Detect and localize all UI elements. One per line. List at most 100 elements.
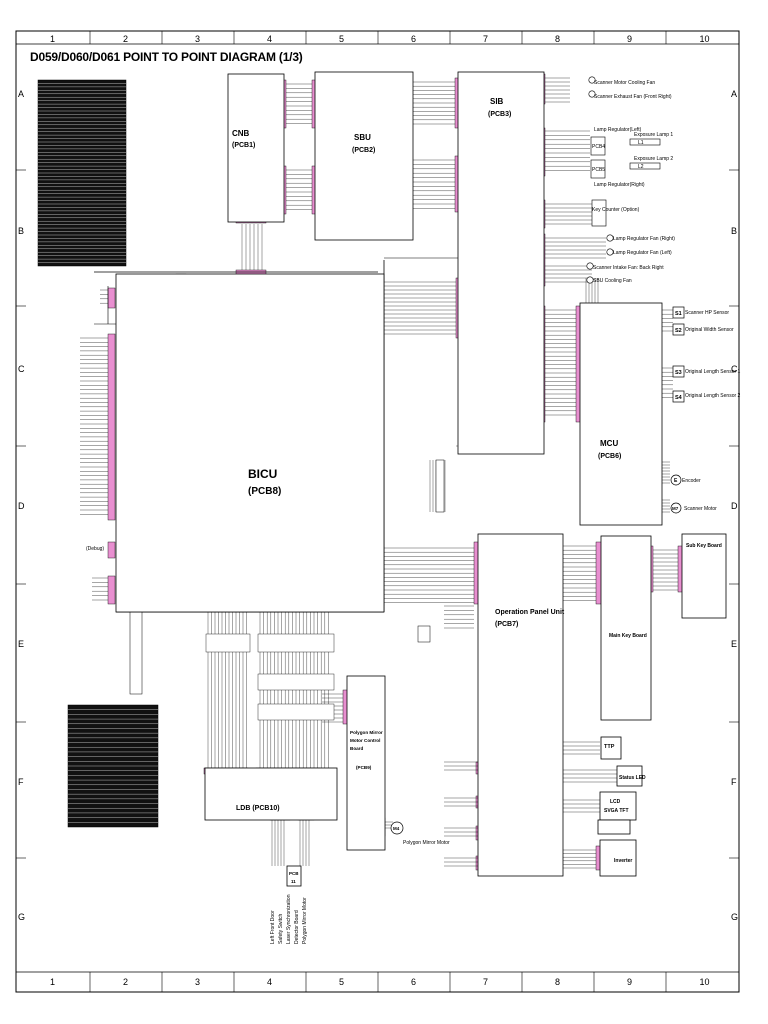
fan-symbol-5: [586, 262, 594, 270]
grid-col-3-bottom: 3: [195, 977, 200, 987]
grid-col-8-bottom: 8: [555, 977, 560, 987]
ldb-cable-label-4: Detector Board: [294, 910, 300, 944]
exposure-lamp-2-label: Exposure Lamp 2: [634, 156, 673, 162]
ldb-wire-block-4: [257, 703, 335, 721]
mcu-name: MCU: [600, 439, 618, 448]
grid-col-2-top: 2: [123, 34, 128, 44]
sib-board[interactable]: [457, 71, 545, 455]
subkey-name: Sub Key Board: [686, 543, 722, 549]
grid-row-C-left: C: [18, 364, 25, 374]
polygon-control-board[interactable]: [346, 675, 386, 851]
s2-label: S2: [675, 328, 682, 334]
grid-col-4-top: 4: [267, 34, 272, 44]
lcd-panel[interactable]: [599, 791, 637, 821]
mcu-code: (PCB6): [598, 453, 621, 460]
s1-sensor: [672, 306, 685, 319]
pcb4-label: PCB4: [592, 144, 605, 150]
scanner-motor-cooling-fan-label: Scanner Motor Cooling Fan: [594, 80, 655, 86]
sbu-name: SBU: [354, 133, 371, 142]
grid-col-5-top: 5: [339, 34, 344, 44]
grid-col-3-top: 3: [195, 34, 200, 44]
lamp-regulator-right-label: Lamp Regulator(Right): [594, 182, 645, 188]
l2-label: L2: [638, 164, 644, 170]
inverter-board[interactable]: [599, 839, 637, 877]
lcd-line2: SVGA TFT: [604, 808, 629, 814]
bicu-code: (PCB8): [248, 486, 281, 497]
sbu-cooling-fan-label: SBU Cooling Fan: [593, 278, 632, 284]
grid-col-5-bottom: 5: [339, 977, 344, 987]
ldb-board[interactable]: [204, 767, 338, 821]
operation-panel-board[interactable]: [477, 533, 564, 877]
l1-label: L1: [638, 140, 644, 146]
grid-col-7-top: 7: [483, 34, 488, 44]
original-length-sensor-2-label: Original Length Sensor 2: [685, 393, 741, 399]
grid-col-6-bottom: 6: [411, 977, 416, 987]
fan-symbol-3: [606, 234, 614, 242]
bicu-board[interactable]: [115, 273, 385, 613]
grid-row-G-left: G: [18, 912, 25, 922]
s4-sensor: [672, 390, 685, 403]
opu-left-block: [417, 625, 431, 643]
original-width-sensor-label: Original Width Sensor: [685, 327, 734, 333]
grid-col-7-bottom: 7: [483, 977, 488, 987]
exposure-lamp-1: [629, 138, 661, 146]
exposure-lamp-1-label: Exposure Lamp 1: [634, 132, 673, 138]
grid-row-E-right: E: [731, 639, 737, 649]
s3-sensor: [672, 365, 685, 378]
scanner-hp-sensor-label: Scanner HP Sensor: [685, 310, 729, 316]
mainkey-name: Main Key Board: [609, 633, 647, 639]
pcb5-block: [590, 159, 606, 179]
s4-label: S4: [675, 395, 683, 401]
inverter-name: Inverter: [614, 858, 632, 864]
lamp-regulator-left-label: Lamp Regulator(Left): [594, 127, 642, 133]
ttp-board[interactable]: [600, 736, 622, 760]
e-label: E: [674, 478, 678, 484]
pcb4-block: [590, 136, 606, 156]
ldb-wire-block-2: [257, 633, 335, 653]
status-led-board[interactable]: [616, 765, 643, 787]
ldb-cable-label-1: Left Front Door: [270, 910, 276, 944]
grid-row-B-right: B: [731, 226, 737, 236]
sub-key-board[interactable]: [681, 533, 727, 619]
cnb-name: CNB: [232, 129, 250, 138]
bicu-left-connector-1: [107, 287, 116, 309]
cnb-board[interactable]: [227, 73, 285, 223]
ldb-cable-label-2: Safety Switch: [278, 913, 284, 944]
sbu-board[interactable]: [314, 71, 414, 241]
scanner-exhaust-fan-label: Scanner Exhaust Fan (Front Right): [594, 94, 672, 100]
bicu-left-connector-2: [107, 333, 116, 521]
bicu-right-lower-block: [435, 459, 445, 513]
encoder-label: Encoder: [682, 478, 701, 484]
sib-code: (PCB3): [488, 111, 511, 118]
mcu-board[interactable]: [579, 302, 663, 526]
grid-row-B-left: B: [18, 226, 24, 236]
polygon-mirror-motor-label: Polygon Mirror Motor: [403, 840, 450, 846]
m7-label: M7: [672, 506, 679, 511]
m4-label: M4: [393, 826, 400, 831]
grid-row-C-right: C: [731, 364, 738, 374]
grid-row-A-right: A: [731, 89, 737, 99]
ldb-wire-block-3: [257, 673, 335, 691]
pcb11-board[interactable]: [286, 865, 302, 887]
encoder-symbol: [670, 474, 682, 486]
grid-row-G-right: G: [731, 912, 738, 922]
exposure-lamp-2: [629, 162, 661, 170]
main-key-board[interactable]: [600, 535, 652, 721]
lcd-sub-block: [597, 819, 631, 835]
fan-symbol-4: [606, 248, 614, 256]
grid-col-4-bottom: 4: [267, 977, 272, 987]
pcb5-label: PCB5: [592, 167, 605, 173]
scanner-motor-label: Scanner Motor: [684, 506, 717, 512]
original-length-sensor-1-label: Original Length Sensor 1: [685, 369, 741, 375]
s3-label: S3: [675, 370, 682, 376]
cnb-code: (PCB1): [232, 142, 255, 149]
grid-col-1-bottom: 1: [50, 977, 55, 987]
polygon-line2: Motor Control: [350, 738, 380, 743]
grid-col-2-bottom: 2: [123, 977, 128, 987]
pcb11-line1: PCB: [289, 871, 299, 876]
ldb-cable-label-3: Laser Synchronization: [286, 894, 292, 944]
outer-frame: [15, 30, 740, 993]
